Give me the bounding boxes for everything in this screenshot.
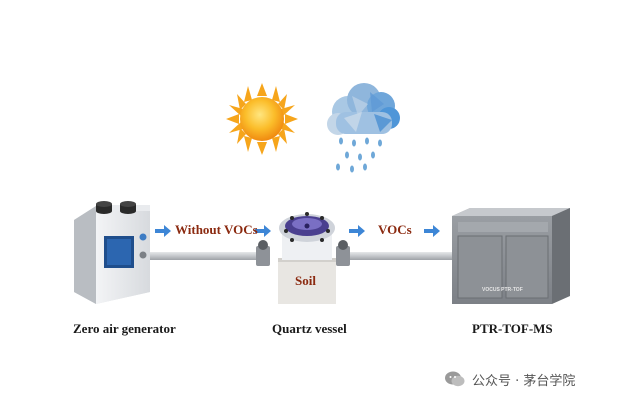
zero-air-generator xyxy=(74,201,150,304)
watermark: 公众号 · 茅台学院 xyxy=(444,368,575,390)
caption-ptr-tof-ms: PTR-TOF-MS xyxy=(472,321,553,336)
instrument-panel-text: VOCUS PTR-TOF xyxy=(482,287,523,293)
flow-label-without-vocs: Without VOCs xyxy=(175,222,258,237)
wechat-icon xyxy=(445,371,465,387)
sun-icon xyxy=(226,83,298,155)
gas-line xyxy=(150,240,454,266)
watermark-text: 公众号 · 茅台学院 xyxy=(472,373,576,389)
caption-zero-air-generator: Zero air generator xyxy=(73,321,176,336)
flow-label-vocs: VOCs xyxy=(378,222,412,237)
vessel-soil-label: Soil xyxy=(295,273,316,288)
caption-quartz-vessel: Quartz vessel xyxy=(272,321,347,336)
quartz-vessel xyxy=(278,212,336,304)
arrow-right-icon xyxy=(155,225,440,237)
ptr-tof-ms-instrument xyxy=(452,208,570,304)
rain-cloud-icon xyxy=(327,83,400,173)
